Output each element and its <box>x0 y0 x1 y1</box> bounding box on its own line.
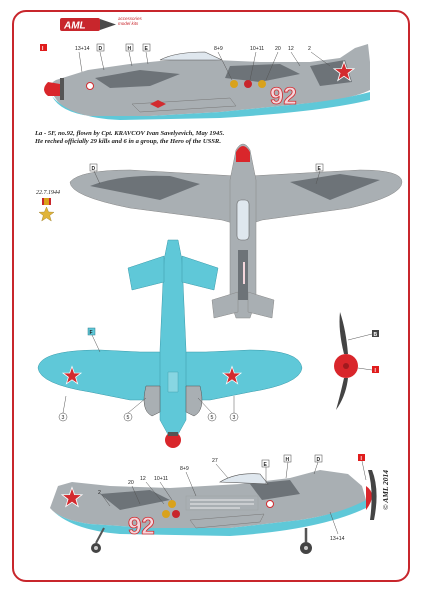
svg-text:3: 3 <box>233 415 236 421</box>
svg-text:5: 5 <box>127 415 130 421</box>
aircraft-number-bottom: 92 <box>128 513 155 540</box>
svg-text:E: E <box>145 46 149 52</box>
aircraft-caption: La - 5F, no.92, flown by Cpt. KRAVCOV Iv… <box>35 130 355 146</box>
svg-text:10+11: 10+11 <box>250 46 264 52</box>
caption-line-1: La - 5F, no.92, flown by Cpt. KRAVCOV Iv… <box>35 130 225 137</box>
svg-text:20: 20 <box>128 480 134 486</box>
bottom-profile-callouts: 2 20 12 10+11 8+9 27 E H D I 13+14 <box>98 454 367 542</box>
caption-line-2: He reched officially 29 kills and 6 in a… <box>35 138 221 145</box>
svg-text:13+14: 13+14 <box>75 46 90 52</box>
svg-text:13+14: 13+14 <box>330 536 345 542</box>
underside-callouts: 3 5 5 3 <box>58 395 239 422</box>
svg-text:5: 5 <box>211 415 214 421</box>
side-profile-right: 92 <box>50 470 377 554</box>
svg-text:E: E <box>318 166 322 172</box>
svg-text:12: 12 <box>140 476 146 482</box>
top-profile-callouts: I 13+14 D H E 8+9 10+11 20 12 2 <box>40 43 331 81</box>
svg-text:2: 2 <box>98 490 101 496</box>
svg-text:20: 20 <box>275 46 281 52</box>
medal-date: 22.7.1944 <box>36 190 60 196</box>
side-profile-left: 92 <box>44 44 371 120</box>
svg-text:12: 12 <box>288 46 294 52</box>
svg-text:8+9: 8+9 <box>180 466 189 472</box>
brand-logo: AML <box>60 18 116 32</box>
propeller-front-view: B I <box>334 312 379 410</box>
underside-plan-view: F 3 5 5 3 <box>37 239 303 448</box>
top-plan-view: D E <box>69 143 403 319</box>
svg-text:H: H <box>286 457 290 463</box>
sheet-frame <box>12 10 410 582</box>
svg-text:D: D <box>99 46 103 52</box>
gold-star-medal-icon <box>38 198 55 222</box>
svg-text:I: I <box>42 46 44 52</box>
svg-text:B: B <box>374 332 378 338</box>
brand-logo-text: AML <box>63 21 86 32</box>
svg-text:D: D <box>317 457 321 463</box>
svg-text:I: I <box>375 368 377 374</box>
svg-text:27: 27 <box>212 458 218 464</box>
svg-text:D: D <box>92 166 96 172</box>
svg-text:H: H <box>128 46 132 52</box>
aircraft-number-top: 92 <box>270 83 297 110</box>
svg-text:E: E <box>264 462 268 468</box>
svg-text:F: F <box>90 330 93 336</box>
svg-text:8+9: 8+9 <box>214 46 223 52</box>
svg-text:2: 2 <box>308 46 311 52</box>
brand-tagline: accessories model kits <box>118 16 142 26</box>
svg-text:3: 3 <box>62 415 65 421</box>
svg-text:I: I <box>361 456 363 462</box>
copyright-notice: © AML 2014 <box>381 469 390 510</box>
svg-text:10+11: 10+11 <box>154 476 168 482</box>
